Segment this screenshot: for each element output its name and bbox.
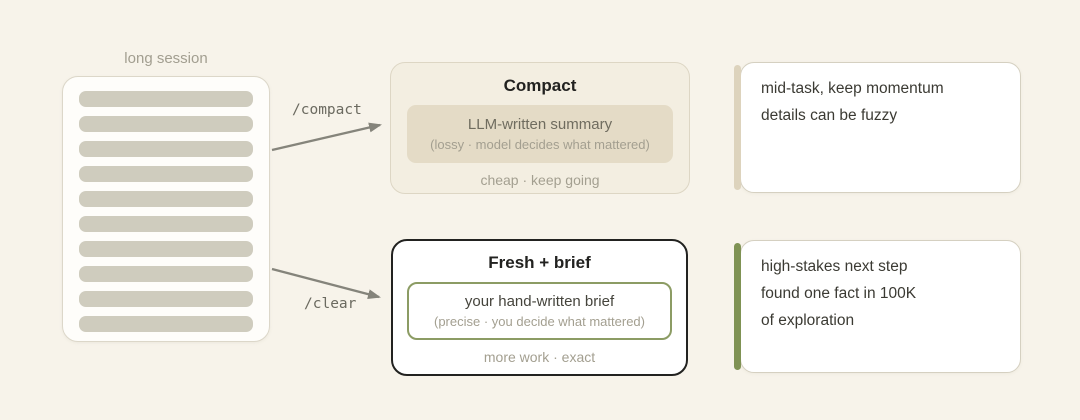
compact-arrow	[271, 122, 382, 152]
green-accent-bar	[734, 243, 741, 370]
clear-command-label: /clear	[304, 296, 357, 312]
text-line-bar	[79, 91, 253, 107]
llm-summary-note: (lossy · model decides what mattered)	[430, 137, 650, 152]
note-line: of exploration	[761, 312, 855, 329]
clear-arrow	[271, 267, 381, 300]
compact-box-title: Compact	[503, 76, 577, 95]
session-document-label: long session	[124, 50, 208, 67]
fresh-brief-option-box: Fresh + brief your hand-written brief (p…	[391, 239, 688, 376]
note-line: found one fact in 100K	[761, 285, 917, 302]
text-line-bar	[79, 291, 253, 307]
text-line-bar	[79, 141, 253, 157]
llm-summary-pill: LLM-written summary (lossy · model decid…	[407, 105, 673, 163]
note-line: mid-task, keep momentum	[761, 80, 944, 97]
hand-written-brief-note: (precise · you decide what mattered)	[434, 314, 645, 329]
fresh-brief-box-footer: more work · exact	[483, 349, 596, 365]
text-line-bar	[79, 241, 253, 257]
text-line-bar	[79, 191, 253, 207]
hand-written-brief-text: your hand-written brief	[464, 293, 615, 310]
text-line-bar	[79, 216, 253, 232]
text-line-bar	[79, 266, 253, 282]
session-document	[62, 76, 270, 342]
note-line: high-stakes next step	[761, 258, 908, 275]
fresh-brief-box-title: Fresh + brief	[488, 253, 591, 272]
text-line-bar	[79, 166, 253, 182]
clear-note-card: high-stakes next step found one fact in …	[734, 240, 1021, 373]
text-line-bar	[79, 316, 253, 332]
compact-command-label: /compact	[292, 102, 362, 118]
compact-note-card: mid-task, keep momentum details can be f…	[734, 62, 1021, 193]
hand-written-brief-pill: your hand-written brief (precise · you d…	[407, 282, 672, 340]
text-line-bar	[79, 116, 253, 132]
tan-accent-bar	[734, 65, 741, 190]
note-line: details can be fuzzy	[761, 107, 898, 124]
compact-option-box: Compact LLM-written summary (lossy · mod…	[390, 62, 690, 194]
compact-box-footer: cheap · keep going	[480, 172, 600, 188]
llm-summary-text: LLM-written summary	[467, 116, 613, 133]
